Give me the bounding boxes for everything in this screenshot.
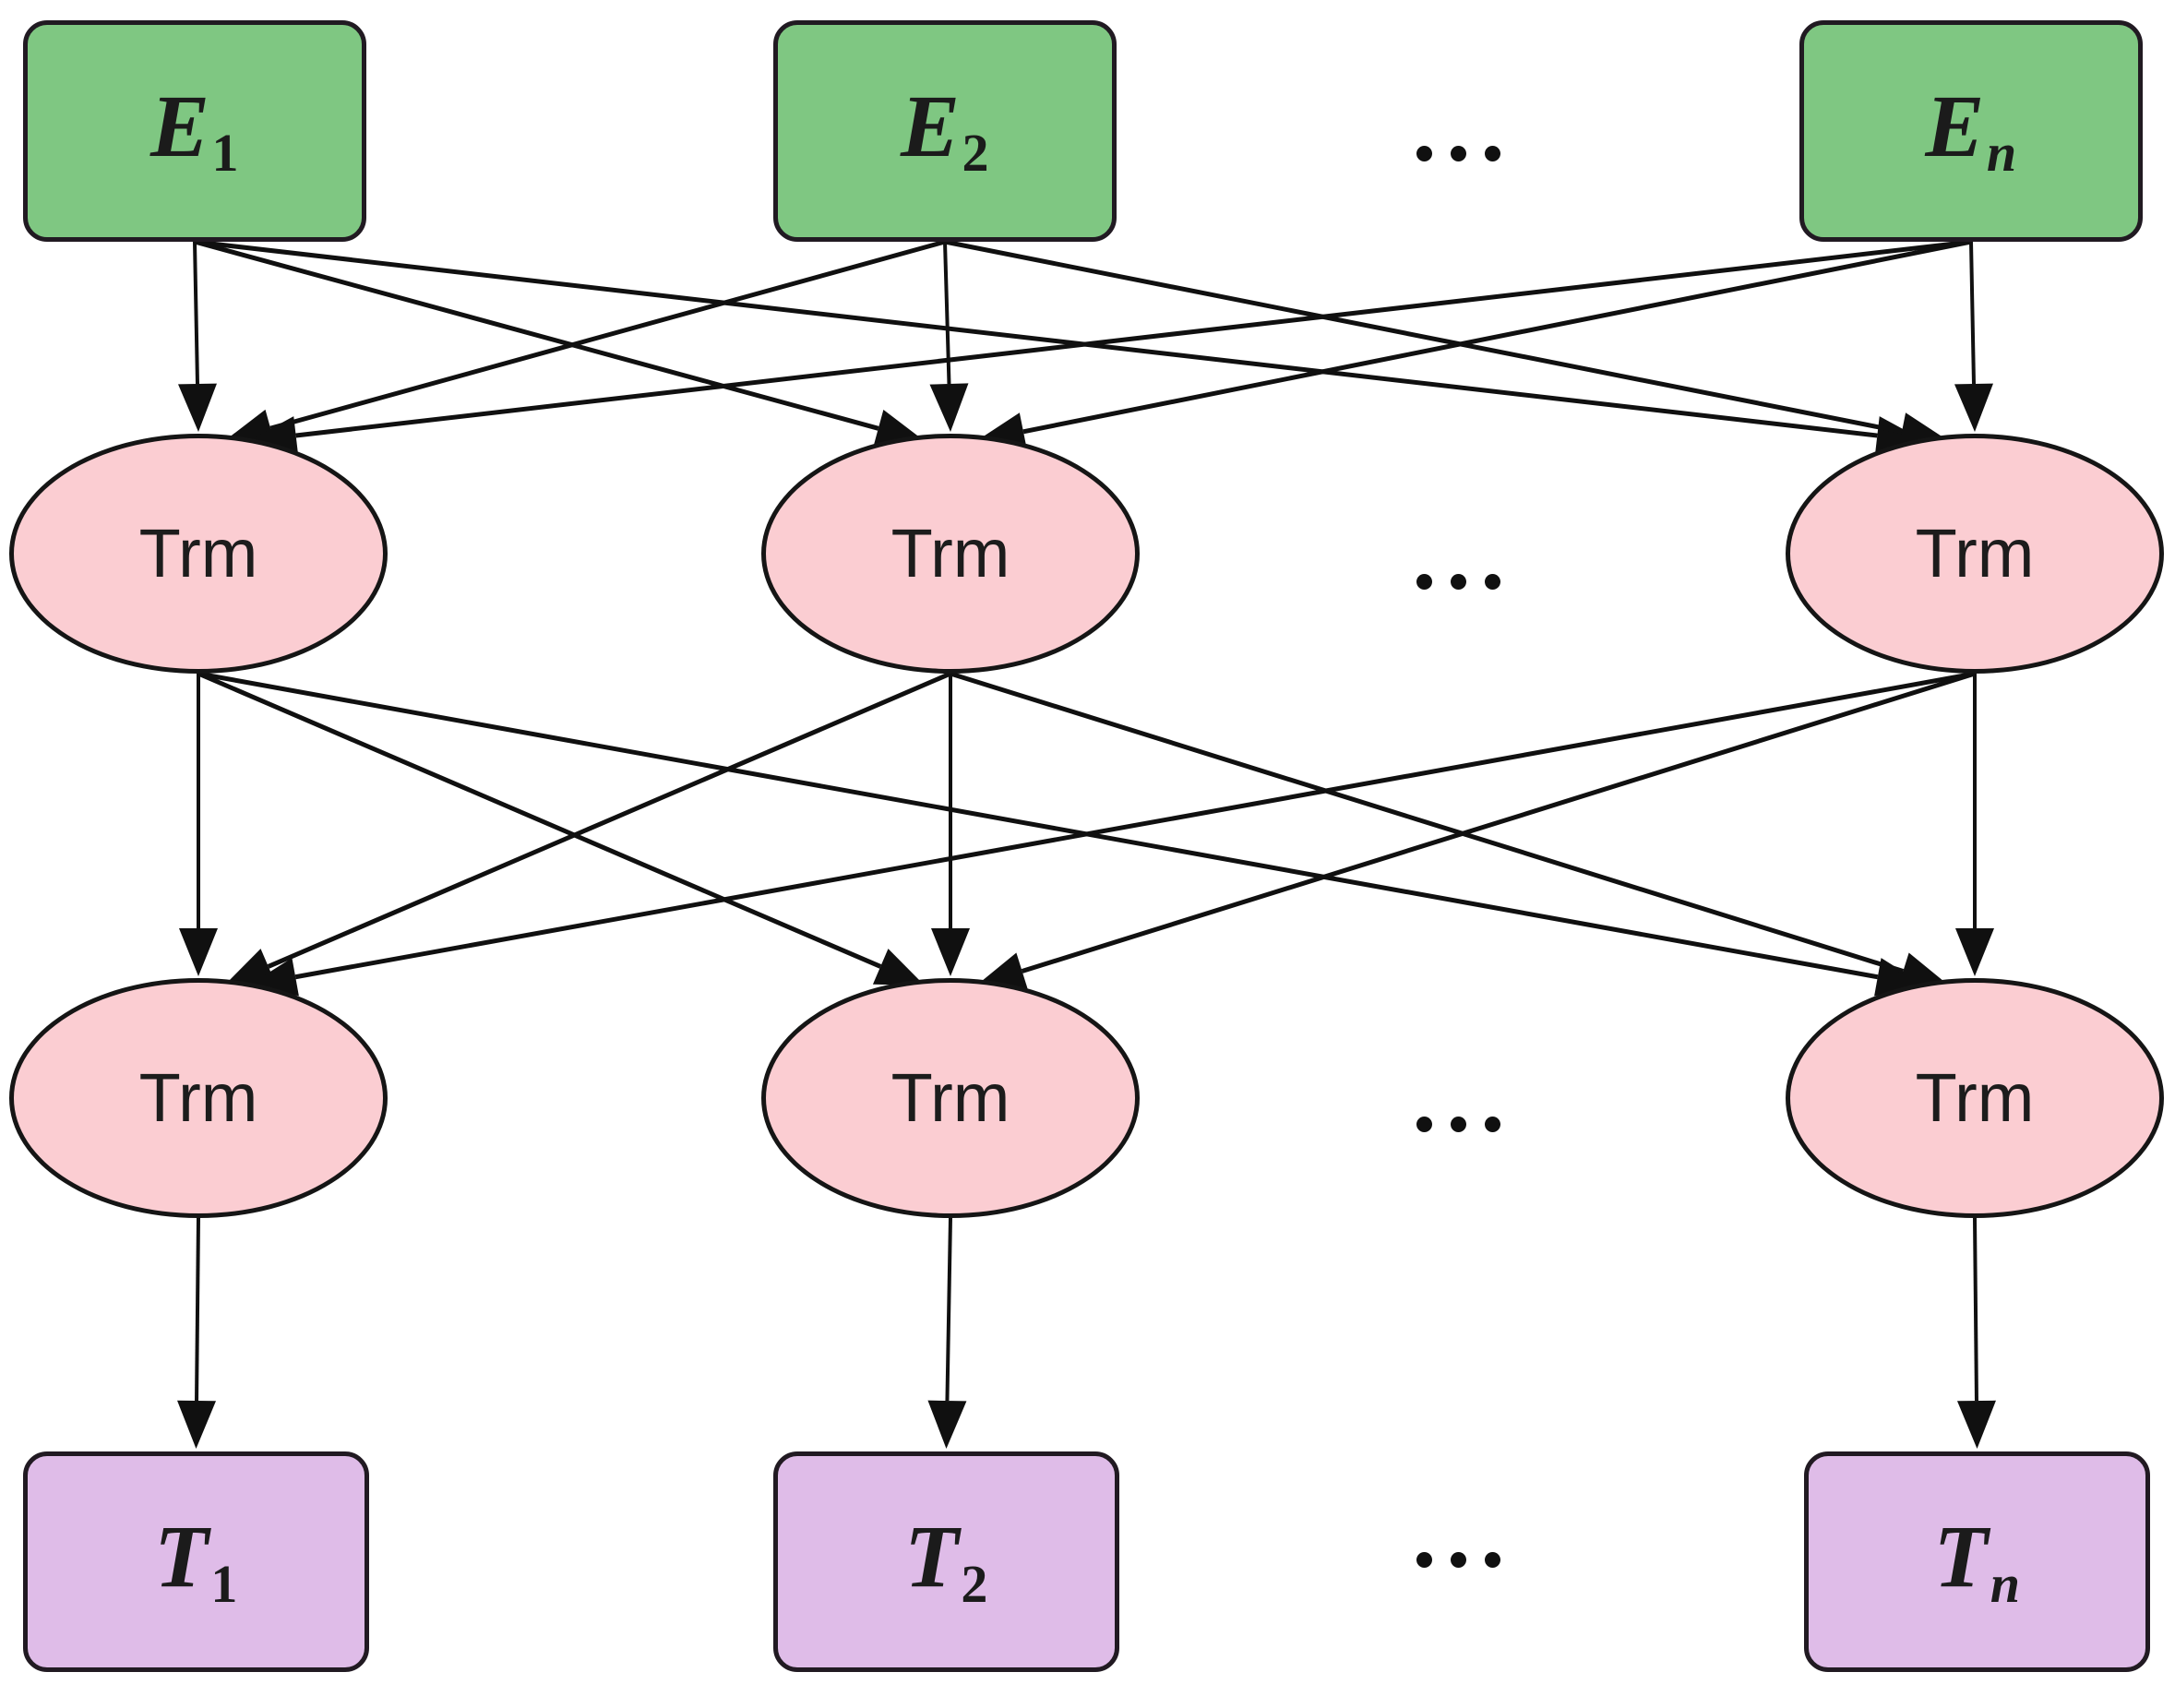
node-trm-1-2: Trm (761, 434, 1140, 674)
node-label-subscript: 1 (211, 123, 240, 184)
edge-line (943, 241, 951, 385)
ellipsis-transformer-row-1: … (1416, 573, 1500, 590)
ellipsis-dot (1450, 145, 1466, 161)
transformer-block-label: Trm (138, 515, 258, 591)
ellipsis-dot (1416, 145, 1432, 161)
edge-arrowhead (179, 928, 218, 976)
ellipsis-dot (1450, 1116, 1466, 1132)
ellipsis-dot (1484, 573, 1500, 590)
node-trm-2-1: Trm (9, 978, 388, 1218)
node-label-base: T (1933, 1507, 1989, 1606)
ellipsis-dot (1416, 1116, 1432, 1132)
node-trm-1-3: Trm (1786, 434, 2164, 674)
node-t1: T1 (23, 1451, 369, 1672)
edge-arrowhead (1955, 928, 1994, 976)
edge-line (950, 671, 1905, 973)
node-label-base: E (1925, 76, 1985, 175)
node-trm-1-1: Trm (9, 434, 388, 674)
node-trm-2-3: Trm (1786, 978, 2164, 1218)
edge-line (197, 671, 1879, 980)
edge-arrowhead (177, 383, 217, 432)
edge-line (1022, 239, 1972, 435)
edge-line (945, 1217, 952, 1402)
transformer-block-label: Trm (1915, 515, 2035, 591)
edge-line (194, 239, 1878, 438)
edge-line (1969, 241, 1976, 385)
edge-line (944, 239, 1903, 435)
edge-line (195, 1217, 200, 1402)
ellipsis-transformer-row-2: … (1416, 1116, 1500, 1132)
node-label-subscript: 2 (961, 1553, 988, 1614)
ellipsis-dot (1416, 1551, 1432, 1568)
edge-arrowhead (931, 928, 970, 976)
edge-arrowhead (1954, 383, 1993, 432)
node-trm-2-2: Trm (761, 978, 1140, 1218)
node-label-base: E (149, 76, 210, 175)
edge-line (1973, 1217, 1978, 1402)
ellipsis-output-row: … (1416, 1551, 1500, 1568)
ellipsis-dot (1484, 1551, 1500, 1568)
ellipsis-dot (1484, 145, 1500, 161)
node-label-subscript: n (1990, 1553, 2021, 1614)
edge-line (1021, 671, 1976, 973)
edge-arrowhead (1956, 1400, 1996, 1449)
edge-arrowhead (929, 383, 969, 432)
ellipsis-dot (1450, 1551, 1466, 1568)
edge-line (194, 239, 879, 431)
edge-line (269, 239, 946, 431)
node-e2: E2 (773, 20, 1117, 242)
node-t2: T2 (773, 1451, 1119, 1672)
ellipsis-dot (1484, 1116, 1500, 1132)
transformer-block-label: Trm (890, 515, 1010, 591)
node-en: En (1799, 20, 2143, 242)
ellipsis-dot (1416, 573, 1432, 590)
node-label-base: E (900, 76, 961, 175)
node-label: T2 (904, 1512, 988, 1610)
edge-arrowhead (177, 1400, 217, 1449)
transformer-block-label: Trm (138, 1059, 258, 1136)
edge-line (295, 239, 1972, 438)
node-label: En (1925, 81, 2017, 184)
edge-line (294, 671, 1976, 980)
node-label: Tn (1934, 1512, 2021, 1610)
node-label-base: T (154, 1507, 209, 1606)
node-label: E1 (150, 81, 240, 184)
node-label: E2 (901, 81, 990, 184)
node-label-subscript: 1 (210, 1553, 238, 1614)
edge-line (267, 671, 951, 969)
ellipsis-dot (1450, 573, 1466, 590)
node-label-subscript: 2 (962, 123, 990, 184)
edge-arrowhead (927, 1400, 967, 1449)
node-e1: E1 (23, 20, 366, 242)
node-label-base: T (904, 1507, 960, 1606)
node-tn: Tn (1804, 1451, 2150, 1672)
node-label: T1 (154, 1512, 238, 1610)
transformer-block-label: Trm (890, 1059, 1010, 1136)
node-label-subscript: n (1986, 123, 2017, 184)
ellipsis-embedding-row: … (1416, 145, 1500, 161)
transformer-block-label: Trm (1915, 1059, 2035, 1136)
edge-line (197, 671, 882, 969)
edge-line (193, 241, 199, 385)
